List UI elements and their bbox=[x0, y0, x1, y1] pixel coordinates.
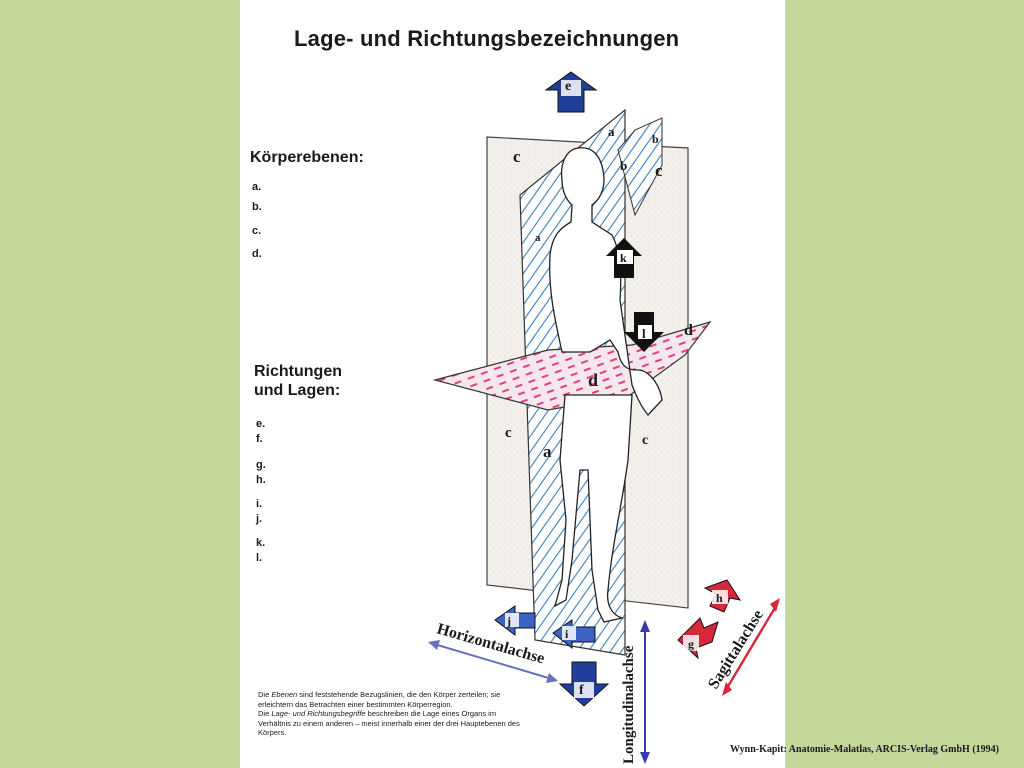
arrow-k-icon bbox=[606, 238, 642, 278]
richtungen-heading-line1: Richtungen bbox=[254, 363, 342, 380]
plane-b bbox=[617, 117, 663, 217]
label-l: l bbox=[642, 326, 646, 341]
longitudinal-axis-arrow bbox=[640, 620, 650, 764]
arrow-h-icon bbox=[703, 579, 742, 613]
list-item-d: d. bbox=[252, 248, 262, 260]
richtungen-heading-line2: und Lagen: bbox=[254, 382, 341, 399]
explanation-caption: Die Ebenen sind feststehende Bezugslinie… bbox=[258, 690, 523, 738]
label-c-lower-right: c bbox=[642, 433, 648, 448]
sagittal-axis-arrow bbox=[722, 598, 780, 696]
page-title: Lage- und Richtungsbezeichnungen bbox=[294, 26, 680, 51]
label-i: i bbox=[565, 627, 569, 641]
list-item-e: e. bbox=[256, 418, 266, 430]
sagittal-axis-label: Sagittalachse bbox=[705, 607, 767, 692]
arrow-g-icon bbox=[677, 617, 719, 660]
arrow-e-up-icon bbox=[544, 71, 598, 113]
list-item-j: j. bbox=[256, 513, 263, 525]
human-figure bbox=[549, 147, 663, 623]
list-item-c: c. bbox=[252, 225, 262, 237]
atlas-page: Lage- und Richtungsbezeichnungen Körpere… bbox=[240, 0, 785, 768]
list-item-f: f. bbox=[256, 433, 263, 445]
caption-paragraph-2: Die Lage- und Richtungsbegriffe beschrei… bbox=[258, 709, 520, 737]
list-item-i: i. bbox=[256, 498, 263, 510]
arrow-i-icon bbox=[552, 619, 596, 650]
list-item-a: a. bbox=[252, 181, 262, 193]
label-d-right: d bbox=[684, 322, 693, 339]
label-j: j bbox=[506, 614, 511, 628]
list-item-k: k. bbox=[256, 537, 266, 549]
label-d-center: d bbox=[588, 370, 598, 390]
label-c-right: c bbox=[655, 161, 663, 180]
longitudinal-axis-label: Longitudinalachse bbox=[621, 645, 637, 764]
label-f: f bbox=[579, 683, 584, 698]
label-c-left: c bbox=[513, 147, 521, 166]
arrow-f-down-icon bbox=[558, 661, 610, 707]
list-item-b: b. bbox=[252, 201, 262, 213]
list-item-l: l. bbox=[256, 552, 263, 564]
label-b-top: b bbox=[652, 132, 659, 146]
arrow-l-icon bbox=[624, 312, 664, 352]
koerperebenen-heading: Körperebenen: bbox=[250, 149, 364, 166]
richtungen-heading: Richtungen und Lagen: bbox=[254, 362, 342, 400]
label-b-mid: b bbox=[620, 158, 627, 173]
horizontal-axis-arrow bbox=[428, 640, 558, 683]
list-item-g: g. bbox=[256, 459, 266, 471]
label-a-lower: a bbox=[543, 442, 552, 461]
label-c-lower-left: c bbox=[505, 425, 512, 441]
label-e: e bbox=[565, 79, 571, 94]
caption-paragraph-1: Die Ebenen sind feststehende Bezugslinie… bbox=[258, 690, 501, 709]
arrow-j-icon bbox=[494, 605, 536, 636]
source-credit: Wynn-Kapit: Anatomie-Malatlas, ARCIS-Ver… bbox=[730, 744, 999, 755]
list-item-h: h. bbox=[256, 474, 266, 486]
label-a-upper: a bbox=[535, 232, 541, 244]
label-k: k bbox=[620, 251, 627, 265]
label-a-top: a bbox=[608, 124, 615, 139]
label-g: g bbox=[688, 637, 694, 651]
label-h: h bbox=[716, 591, 723, 605]
